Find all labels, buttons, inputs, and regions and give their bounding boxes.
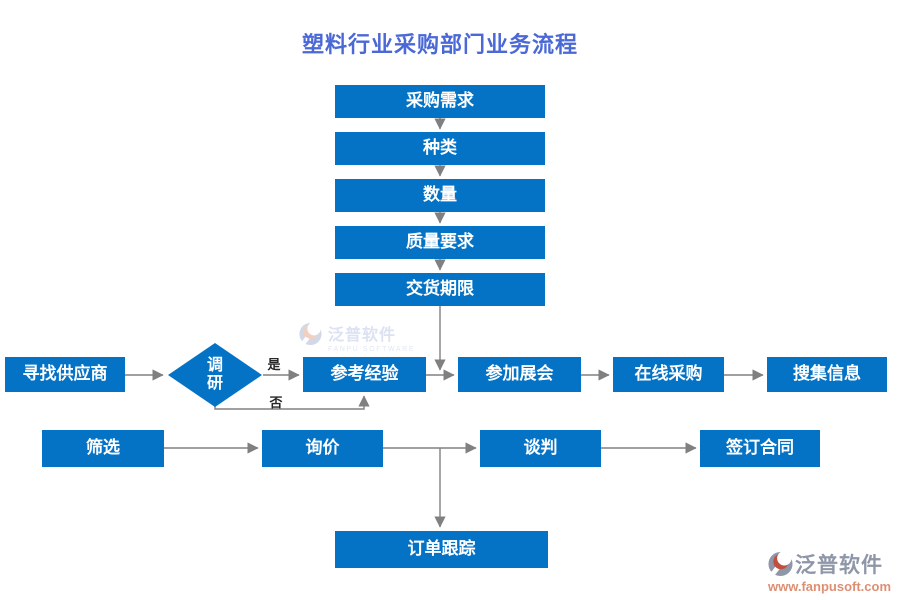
watermark-center-subtitle: FANPU SOFTWARE [328, 346, 416, 353]
watermark-corner: 泛普软件 www.fanpusoft.com [768, 549, 894, 594]
node-collect-information: 搜集信息 [767, 357, 887, 392]
node-quantity: 数量 [335, 179, 545, 212]
edge-label-yes: 是 [267, 357, 281, 372]
node-quality-requirements: 质量要求 [335, 226, 545, 259]
node-order-tracking: 订单跟踪 [335, 531, 548, 568]
node-purchase-demand: 采购需求 [335, 85, 545, 118]
watermark-center-text: 泛普软件 FANPU SOFTWARE [328, 321, 415, 353]
node-delivery-deadline: 交货期限 [335, 273, 545, 306]
fanpu-logo-icon [768, 550, 793, 578]
watermark-center: 泛普软件 FANPU SOFTWARE [299, 321, 415, 353]
connector-research-no-loop [214, 395, 370, 410]
node-reference-experience: 参考经验 [303, 357, 426, 392]
watermark-corner-row: 泛普软件 [768, 549, 883, 579]
node-sign-contract: 签订合同 [700, 430, 820, 467]
node-screening: 筛选 [42, 430, 164, 467]
node-inquiry: 询价 [262, 430, 383, 467]
edge-label-no: 否 [269, 395, 283, 410]
watermark-corner-url: www.fanpusoft.com [768, 579, 892, 594]
page-title: 塑料行业采购部门业务流程 [301, 32, 578, 57]
node-category: 种类 [335, 132, 545, 165]
node-negotiation: 谈判 [480, 430, 601, 467]
fanpu-logo-icon [299, 321, 322, 347]
node-attend-exhibition: 参加展会 [458, 357, 581, 392]
node-research-label: 调研 [206, 356, 223, 392]
watermark-corner-brand: 泛普软件 [795, 554, 883, 577]
node-online-purchase: 在线采购 [613, 357, 724, 392]
watermark-center-brand: 泛普软件 [328, 327, 397, 344]
node-find-supplier: 寻找供应商 [5, 357, 125, 392]
